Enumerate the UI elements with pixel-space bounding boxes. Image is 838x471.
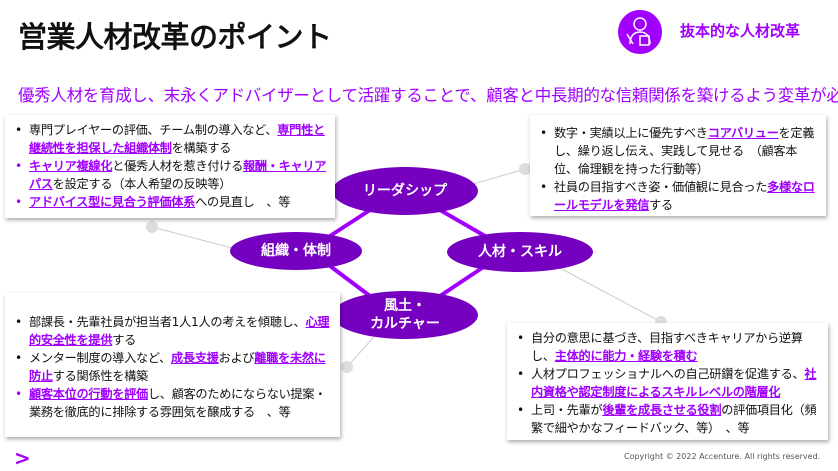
connector-dot bbox=[519, 163, 531, 175]
body-text: を構築する bbox=[171, 141, 232, 155]
body-text: メンター制度の導入など、 bbox=[29, 351, 172, 365]
body-text: 上司・先輩が bbox=[531, 403, 603, 417]
link-line bbox=[438, 264, 487, 298]
bullet-dot: • bbox=[15, 123, 22, 137]
link-line bbox=[328, 208, 372, 238]
emphasis-text: キャリア複線化 bbox=[29, 159, 113, 173]
body-text: し、顧客のためにならない提案・業務を徹底的に排除する雰囲気を醸成する 、等 bbox=[29, 387, 327, 419]
emphasis-text: アドバイス型に見合う評価体系 bbox=[29, 195, 196, 209]
node-leadership: リーダシップ bbox=[332, 167, 478, 215]
subtitle: 優秀人材を育成し、末永くアドバイザーとして活躍することで、顧客と中長期的な信頼関… bbox=[18, 86, 838, 105]
bullet-dot: • bbox=[540, 126, 547, 140]
connector-dot bbox=[341, 361, 353, 373]
body-text: 数字・実績以上に優先すべき bbox=[554, 126, 708, 140]
emphasis-text: 後輩を成長させる役割 bbox=[602, 403, 722, 417]
body-text: 人材プロフェッショナルへの自己研鑽を促進する、 bbox=[531, 367, 805, 381]
bullet-dot: • bbox=[517, 367, 524, 381]
bullet-item: • キャリア複線化と優秀人材を惹き付ける報酬・キャリアパスを設定する（本人希望の反… bbox=[13, 157, 327, 193]
emphasis-text: 専門性と継続性を担保した組織体制 bbox=[29, 123, 325, 155]
emphasis-text: 多様なロールモデルを発信 bbox=[554, 180, 815, 212]
bullet-dot: • bbox=[15, 351, 22, 365]
bullet-item: • 数字・実績以上に優先すべきコアバリューを定義し、繰り返し伝え、実践して見せる … bbox=[538, 124, 818, 178]
body-text: を定義し、繰り返し伝え、実践して見せる （顧客本位、倫理観を持った行動等） bbox=[554, 126, 815, 176]
emphasis-text: コアバリュー bbox=[707, 126, 779, 140]
node-culture-line1: 風土・ bbox=[384, 298, 426, 314]
link-line bbox=[438, 208, 487, 238]
node-talent: 人材・スキル bbox=[447, 232, 593, 272]
bullet-item: • 社員の目指すべき姿・価値観に見合った多様なロールモデルを発信する bbox=[538, 178, 818, 214]
body-text: 自分の意思に基づき、目指すべきキャリアから逆算し、 bbox=[531, 331, 803, 363]
emphasis-text: 成長支援 bbox=[171, 351, 219, 365]
bullet-item: • メンター制度の導入など、成長支援および離職を未然に防止する関係性を構築 bbox=[13, 349, 332, 385]
connector-line bbox=[559, 267, 662, 323]
bullet-dot: • bbox=[15, 315, 22, 329]
badge-label: 抜本的な人材改革 bbox=[680, 22, 801, 40]
emphasis-text: 離職を未然に防止 bbox=[29, 351, 326, 383]
emphasis-text: 心理的安全性を提供 bbox=[29, 315, 330, 347]
body-text: への見直し 、等 bbox=[195, 195, 291, 209]
emphasis-text: 報酬・キャリアパス bbox=[29, 159, 327, 191]
bullet-item: • 上司・先輩が後輩を成長させる役割の評価項目化（頻繁で細やかなフィードバック、等… bbox=[515, 401, 820, 437]
leadership-box: • 数字・実績以上に優先すべきコアバリューを定義し、繰り返し伝え、実践して見せる … bbox=[530, 115, 826, 216]
bullet-dot: • bbox=[15, 195, 22, 209]
connector-dot bbox=[146, 221, 158, 233]
link-line bbox=[328, 264, 372, 298]
body-text: する bbox=[112, 333, 136, 347]
body-text: と優秀人材を惹き付ける bbox=[112, 159, 243, 173]
node-organization: 組織・体制 bbox=[230, 232, 362, 270]
bullet-dot: • bbox=[540, 180, 547, 194]
body-text: する関係性を構築 bbox=[52, 369, 148, 383]
body-text: および bbox=[218, 351, 255, 365]
bullet-item: • アドバイス型に見合う評価体系への見直し 、等 bbox=[13, 193, 327, 211]
body-text: の評価項目化（頻繁で細やかなフィードバック、等） 、等 bbox=[531, 403, 817, 435]
copyright: Copyright © 2022 Accenture. All rights r… bbox=[624, 452, 821, 461]
page-title: 営業人材改革のポイント bbox=[18, 20, 332, 54]
bullet-item: • 部課長・先輩社員が担当者1人1人の考えを傾聴し、心理的安全性を提供する bbox=[13, 313, 332, 349]
culture-box: • 部課長・先輩社員が担当者1人1人の考えを傾聴し、心理的安全性を提供する • メンタ… bbox=[5, 293, 340, 437]
organization-box: • 専門プレイヤーの評価、チーム制の導入など、専門性と継続性を担保した組織体制を構… bbox=[5, 115, 335, 218]
bullet-dot: • bbox=[517, 331, 524, 345]
bullet-item: • 専門プレイヤーの評価、チーム制の導入など、専門性と継続性を担保した組織体制を構… bbox=[13, 121, 327, 157]
emphasis-text: 主体的に能力・経験を積む bbox=[554, 349, 698, 363]
node-culture-line2: カルチャー bbox=[370, 316, 440, 332]
emphasis-text: 顧客本位の行動を評価 bbox=[29, 387, 148, 401]
body-text: を設定する（本人希望の反映等） bbox=[52, 177, 232, 191]
node-culture: 風土・ カルチャー bbox=[332, 291, 478, 339]
bullet-item: • 自分の意思に基づき、目指すべきキャリアから逆算し、主体的に能力・経験を積む bbox=[515, 329, 820, 365]
teacher-icon bbox=[618, 10, 662, 54]
connector-line bbox=[469, 168, 526, 186]
bullet-item: • 人材プロフェッショナルへの自己研鑽を促進する、社内資格や認定制度によるスキルレ… bbox=[515, 365, 820, 401]
connector-line bbox=[151, 226, 241, 251]
body-text: 部課長・先輩社員が担当者1人1人の考えを傾聴し、 bbox=[29, 315, 306, 329]
body-text: する bbox=[649, 198, 673, 212]
bullet-dot: • bbox=[15, 159, 22, 173]
bullet-dot: • bbox=[517, 403, 524, 417]
bullet-dot: • bbox=[15, 387, 22, 401]
emphasis-text: 社内資格や認定制度によるスキルレベルの階層化 bbox=[531, 367, 817, 399]
body-text: 専門プレイヤーの評価、チーム制の導入など、 bbox=[29, 123, 278, 137]
accenture-logo: > bbox=[14, 446, 31, 470]
bullet-item: • 顧客本位の行動を評価し、顧客のためにならない提案・業務を徹底的に排除する雰囲気… bbox=[13, 385, 332, 421]
talent-box: • 自分の意思に基づき、目指すべきキャリアから逆算し、主体的に能力・経験を積む • 人… bbox=[507, 323, 828, 440]
body-text: 社員の目指すべき姿・価値観に見合った bbox=[554, 180, 768, 194]
